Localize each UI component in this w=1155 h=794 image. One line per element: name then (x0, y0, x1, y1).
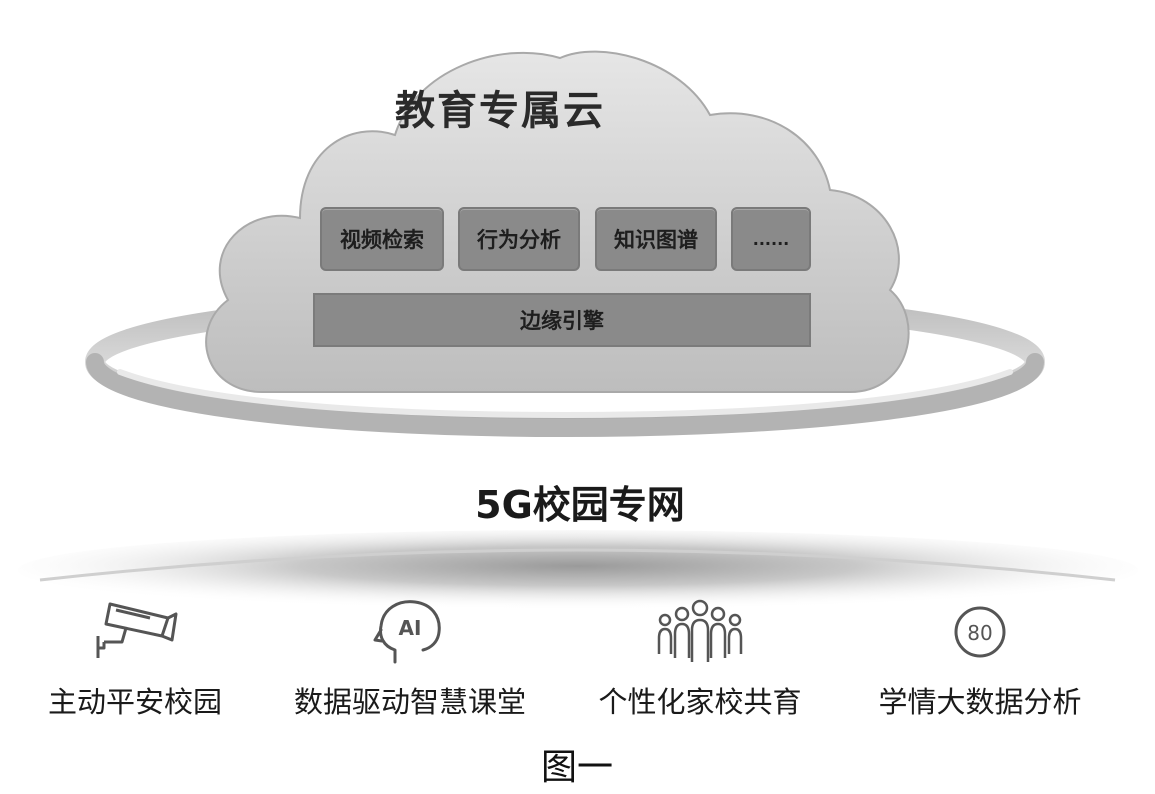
module-more: ...... (731, 207, 811, 271)
ring-front (86, 353, 1044, 438)
module-label: 视频检索 (340, 228, 424, 252)
security-camera-icon (96, 602, 178, 658)
ai-icon-text: AI (399, 616, 422, 640)
data-analysis-icon: 80 (954, 606, 1006, 658)
network-title: 5G校园专网 (475, 483, 685, 527)
figure-caption: 图一 (540, 747, 613, 788)
module-behavior-analysis: 行为分析 (458, 207, 580, 271)
module-label: ...... (752, 229, 790, 249)
scenario-big-data: 80 学情大数据分析 (845, 596, 1115, 726)
module-label: 知识图谱 (614, 228, 698, 252)
scenario-home-school: 个性化家校共育 (565, 596, 835, 726)
scenario-label: 数据驱动智慧课堂 (293, 685, 526, 719)
data-icon-text: 80 (967, 621, 992, 645)
cloud-title: 教育专属云 (395, 88, 605, 134)
scenario-label: 主动平安校园 (47, 685, 222, 719)
edge-engine-label: 边缘引擎 (520, 309, 604, 333)
scenario-campus-safety: 主动平安校园 (0, 596, 270, 726)
module-video-search: 视频检索 (320, 207, 444, 271)
scenario-label: 个性化家校共育 (598, 685, 802, 719)
network-glow (18, 530, 1138, 610)
module-knowledge-graph: 知识图谱 (595, 207, 717, 271)
ai-head-icon: AI (373, 600, 441, 664)
scenario-smart-classroom: AI 数据驱动智慧课堂 (275, 596, 545, 726)
people-group-icon (657, 599, 743, 662)
edge-engine-bar: 边缘引擎 (313, 293, 811, 347)
module-label: 行为分析 (477, 228, 561, 252)
scenario-label: 学情大数据分析 (878, 685, 1082, 719)
